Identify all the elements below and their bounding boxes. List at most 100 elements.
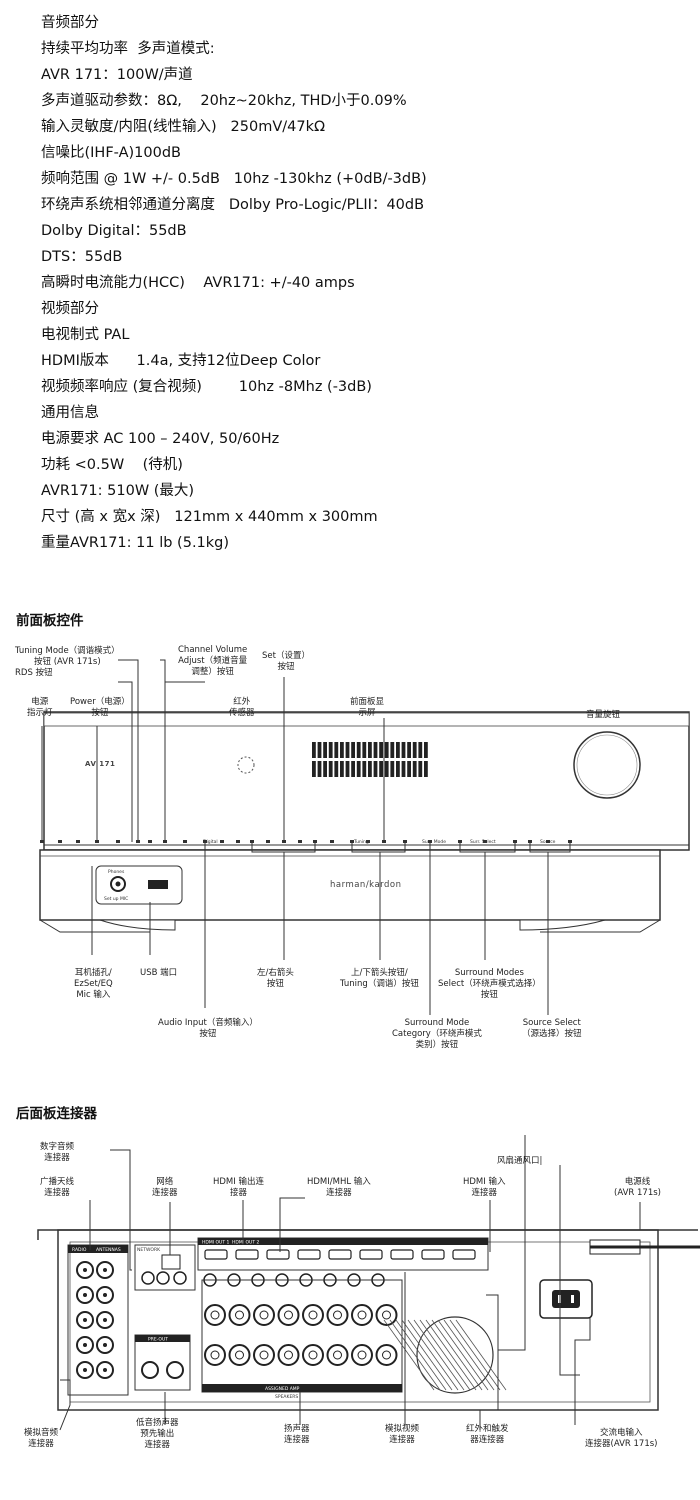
hdmi-port — [297, 1249, 321, 1260]
spec-line: 电视制式 PAL — [41, 327, 130, 343]
display-segment — [379, 761, 383, 777]
spec-line: 信噪比(IHF-A)100dB — [41, 145, 181, 161]
display-segment — [407, 742, 411, 758]
spec-line: 输入灵敏度/内阻(线性输入) 250mV/47kΩ — [41, 119, 326, 135]
fan-grill-line — [401, 1319, 453, 1391]
digital-audio-jack — [173, 1271, 187, 1285]
panel-button — [403, 840, 407, 843]
display-segment — [373, 742, 378, 758]
display-segment — [323, 742, 327, 758]
svg-text:Phones: Phones — [108, 869, 125, 875]
display-segment — [390, 761, 395, 777]
ir-sensor — [237, 756, 255, 774]
speaker-terminal — [375, 1344, 398, 1366]
label-tuning-mode: Tuning Mode（调谐模式） 按钮 (AVR 171s) — [15, 646, 120, 667]
label-power-led: 电源 指示灯 — [27, 697, 53, 718]
analog-audio-jack — [76, 1336, 94, 1354]
spec-line: 视频频率响应 (复合视频) 10hz -8Mhz (-3dB) — [41, 379, 372, 395]
front-panel-diagram: AV 171 Digital Tuning Surr. Mode Surr. S… — [39, 659, 690, 1015]
label-ac-input: 交流电输入 连接器(AVR 171s) — [585, 1428, 658, 1449]
speaker-terminal — [253, 1304, 275, 1326]
panel-button — [513, 840, 517, 843]
fan-vent — [383, 1316, 507, 1394]
display-segment — [424, 742, 428, 758]
panel-button — [250, 840, 254, 843]
fan-grill-line — [395, 1319, 447, 1391]
display-segment — [317, 742, 322, 758]
hdmi-port — [452, 1249, 476, 1260]
label-headphone: 耳机插孔/ EzSet/EQ Mic 输入 — [74, 968, 113, 1000]
front-panel-title: 前面板控件 — [16, 613, 84, 629]
display-segment — [396, 761, 400, 777]
display-segment — [351, 761, 355, 777]
usb-port — [148, 880, 168, 889]
svg-text:PRE-OUT: PRE-OUT — [148, 1337, 168, 1343]
display-segment — [401, 761, 406, 777]
display-segment — [328, 761, 333, 777]
display-segment — [356, 742, 361, 758]
display-segment — [362, 742, 367, 758]
fan-grill-line — [443, 1319, 495, 1391]
hdmi-port — [421, 1249, 445, 1260]
volume-knob — [573, 731, 641, 799]
label-ir-sensor: 红外 传感器 — [229, 697, 255, 718]
network-port — [161, 1254, 181, 1270]
fan-grill-line — [449, 1319, 501, 1391]
fan-grill-line — [413, 1319, 465, 1391]
display-segment — [312, 742, 316, 758]
panel-button — [350, 840, 354, 843]
label-audio-input: Audio Input（音频输入） 按钮 — [158, 1018, 258, 1039]
hdmi-port — [266, 1249, 290, 1260]
panel-button — [528, 840, 532, 843]
display-segment — [317, 761, 322, 777]
display-segment — [418, 742, 423, 758]
spec-list: 音频部分持续平均功率 多声道模式:AVR 171：100W/声道多声道驱动参数：… — [41, 10, 427, 556]
display-segment — [362, 761, 367, 777]
spec-line: Dolby Digital：55dB — [41, 223, 187, 239]
label-usb: USB 端口 — [140, 968, 178, 978]
svg-text:Surr. Select: Surr. Select — [470, 839, 496, 845]
fan-grill-line — [419, 1319, 471, 1391]
svg-text:SPEAKERS: SPEAKERS — [275, 1394, 298, 1400]
label-analog-audio: 模拟音频 连接器 — [24, 1428, 59, 1449]
fan-grill-line — [425, 1319, 477, 1391]
display-segment — [328, 742, 333, 758]
spec-line: 尺寸 (高 x 宽x 深) 121mm x 440mm x 300mm — [41, 509, 378, 525]
panel-button — [236, 840, 240, 843]
analog-audio-jack — [76, 1361, 94, 1379]
hdmi-port — [204, 1249, 228, 1260]
svg-text:NETWORK: NETWORK — [137, 1247, 161, 1253]
label-lr-arrows: 左/右箭头 按钮 — [257, 968, 294, 989]
display-segment — [373, 761, 378, 777]
display-segment — [323, 761, 327, 777]
svg-text:HDMI OUT 1: HDMI OUT 1 — [202, 1240, 230, 1246]
spec-line: AVR 171：100W/声道 — [41, 67, 193, 83]
speaker-terminal — [277, 1344, 300, 1366]
panel-button — [458, 840, 462, 843]
spec-line: 多声道驱动参数：8Ω, 20hz~20khz, THD小于0.09% — [41, 93, 407, 109]
svg-text:Tuning: Tuning — [353, 839, 369, 845]
panel-button — [298, 840, 302, 843]
spec-line: 持续平均功率 多声道模式: — [41, 41, 215, 57]
label-display: 前面板显 示屏 — [350, 697, 385, 718]
panel-button — [58, 840, 62, 843]
spec-line: 通用信息 — [41, 405, 99, 421]
hdmi-port — [359, 1249, 383, 1260]
label-volume-knob: 音量旋钮 — [586, 710, 621, 720]
panel-button — [116, 840, 120, 843]
display-segment — [351, 742, 355, 758]
speaker-terminal — [326, 1304, 349, 1326]
panel-button — [428, 840, 432, 843]
label-hdmi-out: HDMI 输出连 接器 — [213, 1177, 264, 1198]
speaker-terminal — [351, 1304, 373, 1326]
speaker-terminal — [375, 1304, 398, 1326]
display-segment — [412, 742, 417, 758]
hdmi-port — [390, 1249, 414, 1260]
panel-button — [546, 840, 550, 843]
speaker-terminal-block — [201, 1279, 403, 1393]
svg-text:Digital: Digital — [203, 839, 218, 845]
label-fan: 风扇通风口| — [497, 1156, 543, 1166]
spec-line: 环绕声系统相邻通道分离度 Dolby Pro-Logic/PLII：40dB — [41, 197, 425, 213]
label-digital-audio: 数字音频 连接器 — [40, 1142, 75, 1163]
label-channel-volume: Channel Volume Adjust（频道音量 调整）按钮 — [178, 645, 248, 677]
